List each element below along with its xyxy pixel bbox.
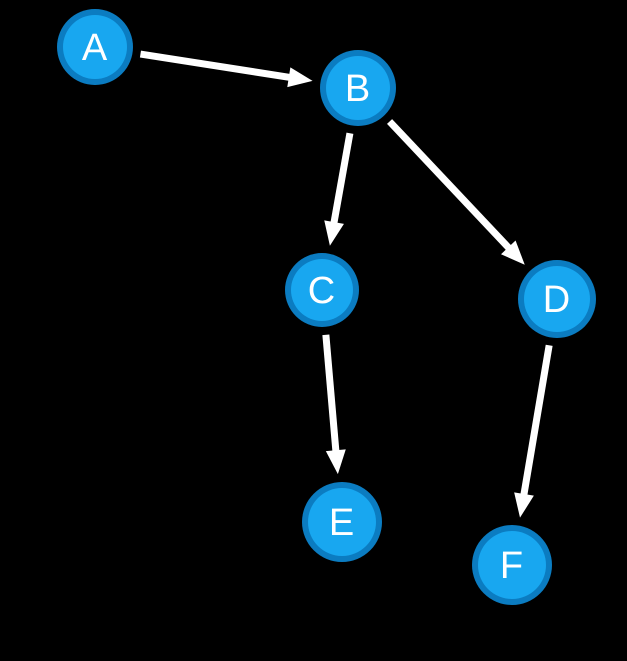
edge-D-F — [514, 344, 553, 518]
edge-A-B — [139, 50, 313, 88]
edge-line-C-E — [322, 334, 340, 453]
node-fill-A — [63, 15, 127, 79]
edge-line-A-B — [139, 50, 292, 81]
node-label-B: B — [345, 68, 371, 110]
node-C: C — [285, 253, 359, 327]
edge-line-D-F — [520, 344, 553, 497]
edge-B-D — [387, 119, 525, 265]
node-B: B — [320, 50, 396, 126]
node-fill-F — [478, 531, 546, 599]
node-label-E: E — [329, 502, 355, 544]
edges-layer — [139, 50, 553, 518]
arrowhead-icon — [287, 67, 313, 88]
node-A: A — [57, 9, 133, 85]
arrowhead-icon — [325, 449, 346, 475]
node-D: D — [518, 260, 596, 338]
edge-C-E — [322, 334, 346, 475]
node-label-D: D — [543, 279, 571, 321]
node-E: E — [302, 482, 382, 562]
node-F: F — [472, 525, 552, 605]
node-fill-B — [326, 56, 390, 120]
nodes-layer: A B C D E F — [57, 9, 596, 605]
arrowhead-icon — [324, 220, 344, 246]
edge-B-C — [324, 132, 354, 246]
node-fill-C — [291, 259, 353, 321]
node-label-C: C — [308, 270, 336, 312]
arrowhead-icon — [501, 240, 525, 265]
edge-line-B-D — [387, 119, 513, 252]
node-fill-D — [524, 266, 590, 332]
arrowhead-icon — [514, 492, 534, 518]
node-fill-E — [308, 488, 376, 556]
edge-line-B-C — [330, 132, 354, 225]
node-label-F: F — [500, 545, 524, 587]
node-label-A: A — [82, 27, 108, 69]
